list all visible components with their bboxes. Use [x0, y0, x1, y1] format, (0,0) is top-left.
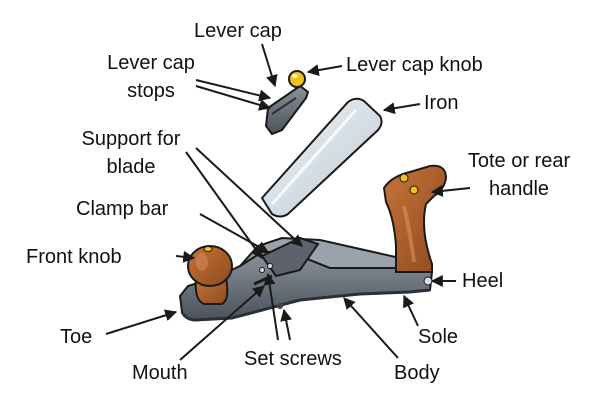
lever-cap-arrow [261, 43, 278, 88]
set-screws-arrow-2 [280, 308, 293, 341]
label-set-screws: Set screws [244, 348, 342, 370]
label-front-knob: Front knob [26, 246, 122, 268]
support-arrow-2 [185, 151, 263, 259]
body-arrow [343, 297, 399, 359]
label-lever-cap-knob: Lever cap knob [346, 54, 483, 76]
lever-cap-knob-part [288, 70, 306, 88]
label-sole: Sole [418, 326, 459, 348]
label-tote-line1: Tote or rear [467, 150, 571, 172]
label-support-line1: Support for [81, 128, 181, 150]
front-knob-part [187, 245, 233, 305]
label-heel: Heel [462, 270, 504, 292]
label-clamp-bar: Clamp bar [76, 198, 169, 220]
iron-part [260, 97, 383, 218]
lever-cap-stops-arrow-2 [195, 85, 272, 111]
clamp-bar-arrow [199, 213, 270, 253]
iron-arrow [382, 102, 421, 115]
label-lever-cap: Lever cap [194, 20, 282, 42]
label-toe: Toe [60, 326, 93, 348]
lever-cap-part [264, 70, 310, 136]
lever-cap-knob-arrow [306, 64, 343, 77]
label-mouth: Mouth [132, 362, 188, 384]
label-tote-line2: handle [488, 178, 550, 200]
sole-arrow [403, 294, 419, 327]
set-screws-arrow-1 [263, 272, 279, 341]
label-iron: Iron [424, 92, 459, 114]
leader-lines [105, 43, 471, 361]
mouth-arrow [179, 285, 265, 361]
toe-arrow [105, 309, 178, 335]
support-arrow-1 [195, 147, 303, 247]
plane-body-part [178, 236, 434, 322]
label-body: Body [394, 362, 440, 384]
label-support-line2: blade [106, 156, 156, 178]
lever-cap-stops-arrow-1 [195, 79, 272, 102]
tote-arrow [430, 184, 471, 197]
front-knob-arrow [175, 250, 196, 263]
label-lever-cap-stops-line1: Lever cap [107, 52, 195, 74]
label-lever-cap-stops-line2: stops [127, 80, 175, 102]
